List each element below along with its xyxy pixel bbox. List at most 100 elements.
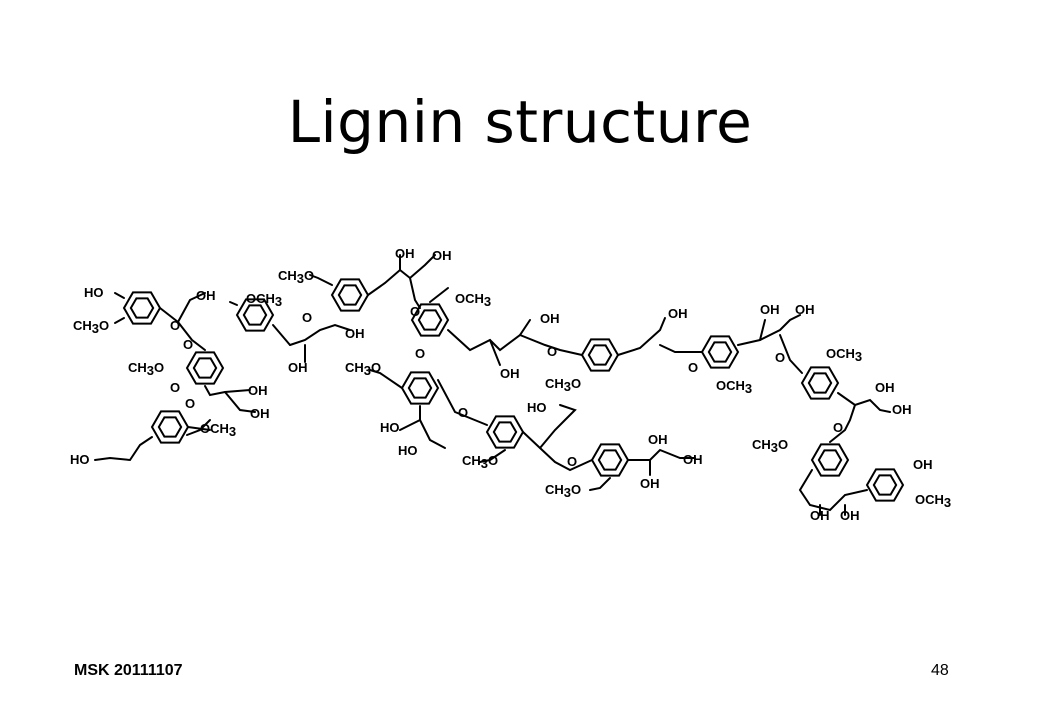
bond-8 bbox=[289, 323, 351, 346]
group-label-ho: HO bbox=[398, 443, 418, 458]
bond-38 bbox=[627, 448, 696, 461]
bond-1 bbox=[114, 292, 125, 299]
benzene-ring-1 bbox=[122, 291, 162, 325]
bond-19 bbox=[737, 314, 801, 346]
group-label-o: O bbox=[302, 310, 312, 325]
bond-13 bbox=[409, 277, 421, 309]
group-label-o: O bbox=[170, 380, 180, 395]
group-label-oh: OH bbox=[540, 311, 560, 326]
group-label-ho: HO bbox=[527, 400, 547, 415]
group-label-och3: OCH3 bbox=[716, 378, 752, 396]
benzene-ring-6 bbox=[410, 303, 450, 337]
group-label-oh: OH bbox=[288, 360, 308, 375]
bond-17 bbox=[617, 317, 666, 356]
bond-3 bbox=[159, 307, 179, 323]
bond-35 bbox=[437, 379, 488, 426]
benzene-ring-12 bbox=[800, 366, 840, 400]
group-label-ch3o: CH3O bbox=[278, 268, 314, 286]
group-label-o: O bbox=[567, 454, 577, 469]
bond-22 bbox=[837, 392, 891, 413]
group-label-ch3o: CH3O bbox=[752, 437, 788, 455]
bond-16 bbox=[519, 334, 583, 356]
group-label-oh: OH bbox=[248, 383, 268, 398]
group-label-oh: OH bbox=[840, 508, 860, 523]
group-label-ch3o: CH3O bbox=[345, 360, 381, 378]
group-label-och3: OCH3 bbox=[246, 291, 282, 309]
bond-14 bbox=[447, 319, 531, 352]
bond-41 bbox=[589, 477, 611, 491]
bond-29 bbox=[186, 419, 211, 436]
bond-31 bbox=[187, 426, 211, 431]
group-label-och3: OCH3 bbox=[826, 346, 862, 364]
benzene-ring-4 bbox=[185, 351, 225, 385]
bond-10 bbox=[309, 274, 333, 286]
group-label-och3: OCH3 bbox=[915, 492, 951, 510]
benzene-ring-7 bbox=[400, 371, 440, 405]
group-label-oh: OH bbox=[648, 432, 668, 447]
group-label-oh: OH bbox=[345, 326, 365, 341]
group-label-oh: OH bbox=[760, 302, 780, 317]
bond-18 bbox=[659, 344, 703, 353]
group-label-ho: HO bbox=[380, 420, 400, 435]
bond-11 bbox=[367, 254, 436, 296]
group-label-ho: HO bbox=[84, 285, 104, 300]
bond-20 bbox=[759, 319, 766, 341]
group-label-ch3o: CH3O bbox=[73, 318, 109, 336]
group-label-o: O bbox=[688, 360, 698, 375]
group-label-och3: OCH3 bbox=[455, 291, 491, 309]
group-label-oh: OH bbox=[810, 508, 830, 523]
bond-32 bbox=[369, 369, 403, 389]
group-label-o: O bbox=[415, 346, 425, 361]
group-label-ch3o: CH3O bbox=[545, 376, 581, 394]
group-label-oh: OH bbox=[432, 248, 452, 263]
bond-7 bbox=[272, 324, 291, 346]
group-label-o: O bbox=[185, 396, 195, 411]
group-label-ho: HO bbox=[70, 452, 90, 467]
group-label-ch3o: CH3O bbox=[462, 453, 498, 471]
bond-30 bbox=[94, 436, 153, 462]
page-title: Lignin structure bbox=[287, 88, 753, 156]
bond-42 bbox=[429, 287, 449, 303]
group-label-o: O bbox=[775, 350, 785, 365]
group-label-oh: OH bbox=[795, 302, 815, 317]
benzene-ring-13 bbox=[810, 443, 850, 477]
bond-4 bbox=[177, 292, 206, 323]
benzene-ring-8 bbox=[485, 415, 525, 449]
benzene-ring-2 bbox=[235, 298, 275, 332]
bond-21 bbox=[779, 334, 803, 374]
group-label-o: O bbox=[410, 304, 420, 319]
benzene-ring-11 bbox=[700, 335, 740, 369]
benzene-ring-10 bbox=[590, 443, 630, 477]
group-label-oh: OH bbox=[913, 457, 933, 472]
group-label-oh: OH bbox=[683, 452, 703, 467]
bond-23 bbox=[829, 404, 856, 443]
group-label-oh: OH bbox=[196, 288, 216, 303]
group-label-oh: OH bbox=[640, 476, 660, 491]
benzene-ring-5 bbox=[150, 410, 190, 444]
page-number: 48 bbox=[931, 662, 949, 679]
aromatic-rings bbox=[122, 278, 905, 502]
bond-28 bbox=[224, 391, 256, 413]
group-label-oh: OH bbox=[875, 380, 895, 395]
bond-40 bbox=[479, 449, 506, 463]
bond-34 bbox=[419, 419, 446, 449]
chain-bonds bbox=[94, 254, 891, 516]
bond-6 bbox=[229, 301, 238, 306]
group-label-o: O bbox=[547, 344, 557, 359]
group-label-oh: OH bbox=[668, 306, 688, 321]
group-label-och3: OCH3 bbox=[200, 421, 236, 439]
benzene-ring-9 bbox=[580, 338, 620, 372]
group-label-o: O bbox=[183, 337, 193, 352]
group-label-o: O bbox=[170, 318, 180, 333]
bond-36 bbox=[522, 431, 593, 472]
group-label-oh: OH bbox=[395, 246, 415, 261]
benzene-ring-14 bbox=[865, 468, 905, 502]
bond-37 bbox=[539, 404, 577, 449]
bond-2 bbox=[114, 317, 125, 324]
group-label-oh: OH bbox=[500, 366, 520, 381]
bond-15 bbox=[489, 339, 501, 366]
bond-33 bbox=[399, 405, 421, 431]
bond-5 bbox=[177, 321, 206, 351]
